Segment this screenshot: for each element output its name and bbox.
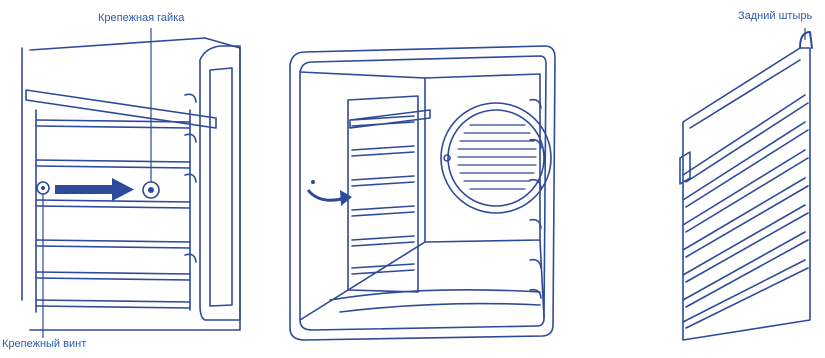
- rotate-arrow-icon: [308, 180, 352, 206]
- fixing-nut-icon: [143, 182, 159, 198]
- rear-pin-label: Задний штырь: [738, 10, 812, 22]
- direction-arrow-icon: [55, 178, 134, 201]
- fan-grille: [458, 125, 536, 189]
- panel-rack-rotate: [290, 46, 555, 340]
- panel-rack-detached: [680, 32, 812, 340]
- fixing-screw-icon: [37, 182, 49, 194]
- side-rack-wires: [36, 110, 190, 312]
- fixing-screw-label: Крепежный винт: [2, 338, 86, 350]
- fixing-nut-label: Крепежная гайка: [98, 12, 184, 24]
- panel-rack-unscrew: [22, 38, 240, 330]
